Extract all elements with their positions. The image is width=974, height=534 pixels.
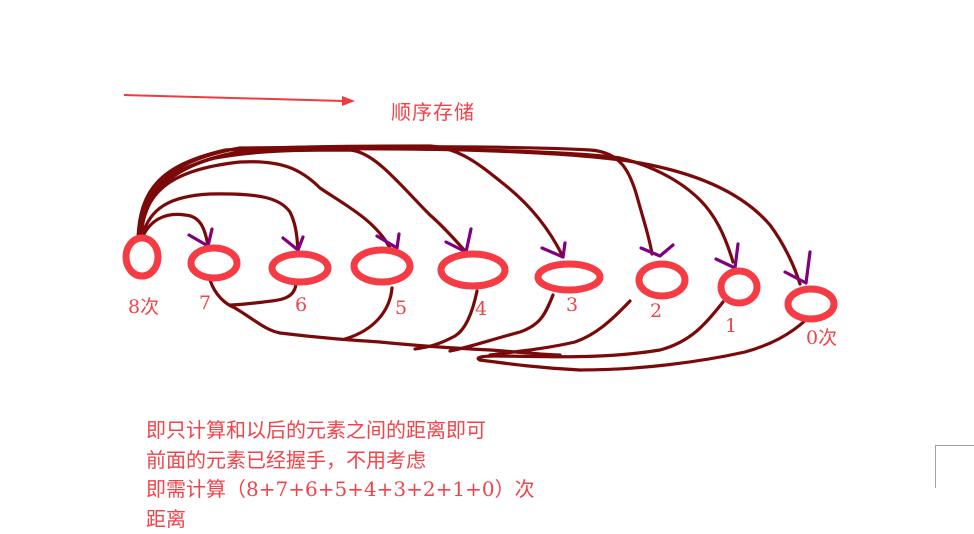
sequential-storage-label: 顺序存储 [391, 96, 475, 125]
node-2 [639, 264, 685, 296]
node-label-0: 0次 [806, 329, 837, 348]
node-8 [126, 238, 158, 276]
sequential-storage-arrow-icon [124, 95, 355, 106]
note-line-4: 距离 [146, 505, 535, 534]
node-4 [441, 254, 505, 286]
node-6 [272, 254, 328, 282]
node-0 [788, 289, 834, 319]
node-label-3: 3 [566, 296, 578, 315]
node-1 [721, 271, 757, 303]
node-3 [538, 264, 600, 290]
node-7 [191, 248, 237, 278]
node-label-2: 2 [650, 302, 662, 321]
node-label-1: 1 [725, 317, 737, 336]
node-5 [354, 250, 410, 282]
node-label-5: 5 [395, 299, 407, 318]
node-label-7: 7 [199, 294, 211, 313]
note-line-2: 前面的元素已经握手，不用考虑 [146, 446, 535, 476]
page-corner-mark [935, 445, 974, 488]
node-label-8: 8次 [128, 298, 159, 317]
explanation-notes: 即只计算和以后的元素之间的距离即可 前面的元素已经握手，不用考虑 即需计算（8+… [146, 416, 535, 534]
node-label-6: 6 [295, 296, 307, 315]
note-line-1: 即只计算和以后的元素之间的距离即可 [146, 416, 535, 446]
node-label-4: 4 [475, 300, 487, 319]
note-line-3: 即需计算（8+7+6+5+4+3+2+1+0）次 [146, 475, 535, 505]
